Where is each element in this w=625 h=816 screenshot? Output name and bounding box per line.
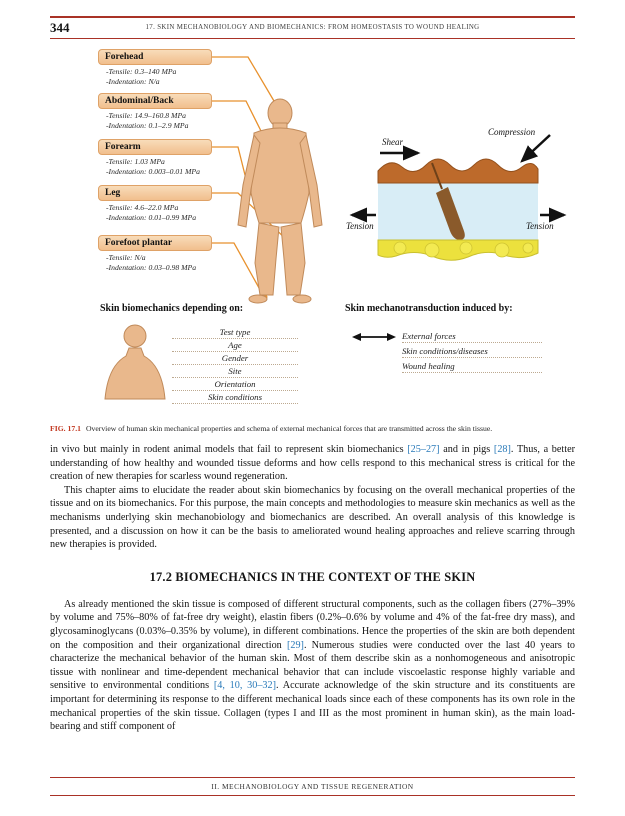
hair-follicle [436, 187, 465, 240]
tension-right-label: Tension [526, 221, 554, 231]
section-heading: 17.2 BIOMECHANICS IN THE CONTEXT OF THE … [149, 569, 476, 584]
epidermis-layer [377, 158, 539, 184]
site-box-leg: Leg -Tensile: 4.6–22.0 MPa -Indentation:… [98, 185, 212, 223]
compression-arrow [520, 134, 551, 163]
figure-artwork [104, 56, 567, 400]
inducer-item: External forces [402, 331, 542, 343]
connector-forefoot [212, 242, 264, 296]
skin-cross-section [349, 134, 567, 261]
hair-shaft [431, 162, 443, 190]
page-header: 344 17. SKIN MECHANOBIOLOGY AND BIOMECHA… [50, 16, 575, 39]
footer-text: II. MECHANOBIOLOGY AND TISSUE REGENERATI… [211, 782, 414, 791]
paragraph-text: and in pigs [439, 444, 494, 455]
body-silhouette [237, 98, 323, 304]
site-name: Forehead [98, 49, 212, 65]
site-box-forearm: Forearm -Tensile: 1.03 MPa -Indentation:… [98, 139, 212, 177]
site-box-forefoot-plantar: Forefoot plantar -Tensile: N/a -Indentat… [98, 235, 212, 273]
site-value: -Tensile: 4.6–22.0 MPa [106, 203, 179, 212]
site-value: -Tensile: 0.3–140 MPa [106, 67, 177, 76]
compression-label: Compression [488, 127, 536, 137]
site-name: Leg [98, 185, 212, 201]
site-box-forehead: Forehead -Tensile: 0.3–140 MPa -Indentat… [98, 49, 212, 87]
citation-link[interactable]: [25–27] [407, 444, 440, 455]
citation-link[interactable]: [29] [286, 639, 304, 651]
paragraph-1: in vivo but mainly in rodent animal mode… [50, 443, 575, 484]
body-leg-left [254, 222, 280, 296]
small-torso-bust [104, 347, 166, 400]
inducer-item: Skin conditions/diseases [402, 346, 542, 358]
body-leg-right [280, 222, 306, 296]
header-rule [50, 38, 575, 39]
top-rule [50, 16, 575, 18]
dependency-item: Skin conditions [172, 392, 298, 404]
inducer-item: Wound healing [402, 361, 542, 373]
paragraph-text: As already mentioned the skin tissue is … [50, 598, 575, 651]
body-text: in vivo but mainly in rodent animal mode… [50, 443, 575, 552]
figure-caption-text: Overview of human skin mechanical proper… [85, 424, 493, 433]
right-panel-title: Skin mechanotransduction induced by: [345, 303, 513, 314]
dependency-item: Age [172, 340, 298, 352]
site-value: -Tensile: N/a [106, 253, 146, 262]
small-torso-head [123, 324, 147, 348]
paragraph-text: . Accurate acknowledge of the skin struc… [50, 680, 575, 733]
body-foot-right [292, 294, 312, 304]
paragraph-text: in vivo but mainly in rodent animal mode… [50, 444, 408, 455]
dependency-item: Gender [172, 353, 298, 365]
small-torso [104, 324, 166, 400]
paragraph-3: As already mentioned the skin tissue is … [50, 598, 575, 734]
body-arm-right [299, 133, 323, 228]
section-body-text: As already mentioned the skin tissue is … [50, 598, 575, 734]
citation-link[interactable]: [28] [493, 444, 511, 455]
site-value: -Indentation: 0.03–0.98 MPa [106, 263, 197, 272]
dependency-item: Test type [172, 327, 298, 339]
site-value: -Indentation: 0.01–0.99 MPa [106, 213, 197, 222]
body-torso [250, 127, 310, 224]
paragraph-text: . Thus, a better understanding of how he… [50, 444, 575, 483]
site-value: -Indentation: 0.003–0.01 MPa [106, 167, 200, 176]
connector-forehead [212, 56, 275, 102]
figure-17-1: Forehead -Tensile: 0.3–140 MPa -Indentat… [50, 45, 575, 417]
dependency-item: Site [172, 366, 298, 378]
running-title: 17. SKIN MECHANOBIOLOGY AND BIOMECHANICS… [145, 24, 480, 31]
site-value: -Indentation: N/a [106, 77, 160, 86]
figure-caption-label: FIG. 17.1 [50, 424, 81, 433]
site-name: Forefoot plantar [98, 235, 212, 251]
page-footer: II. MECHANOBIOLOGY AND TISSUE REGENERATI… [50, 777, 575, 796]
paragraph-2: This chapter aims to elucidate the reade… [50, 484, 575, 551]
site-name: Forearm [98, 139, 212, 155]
tension-left-label: Tension [346, 221, 374, 231]
body-foot-left [248, 294, 268, 304]
double-arrow-icon [352, 333, 396, 341]
figure-caption: FIG. 17.1 Overview of human skin mechanic… [50, 424, 575, 433]
footer-rule-top [50, 777, 575, 778]
site-value: -Tensile: 1.03 MPa [106, 157, 165, 166]
fat-lobules [393, 241, 534, 258]
left-panel-title: Skin biomechanics depending on: [100, 303, 244, 314]
site-value: -Indentation: 0.1–2.9 MPa [106, 121, 189, 130]
site-value: -Tensile: 14.9–160.8 MPa [106, 111, 187, 120]
footer-rule-bottom [50, 795, 575, 796]
paragraph-text: . Numerous studies were conducted over t… [50, 639, 575, 692]
citation-link[interactable]: [4, 10, 30–32] [213, 680, 277, 692]
site-name: Abdominal/Back [98, 93, 212, 109]
shear-label: Shear [382, 137, 403, 147]
page-number: 344 [50, 20, 70, 35]
body-arm-left [237, 133, 261, 228]
dependency-item: Orientation [172, 379, 298, 391]
site-box-abdominal-back: Abdominal/Back -Tensile: 14.9–160.8 MPa … [98, 93, 212, 131]
